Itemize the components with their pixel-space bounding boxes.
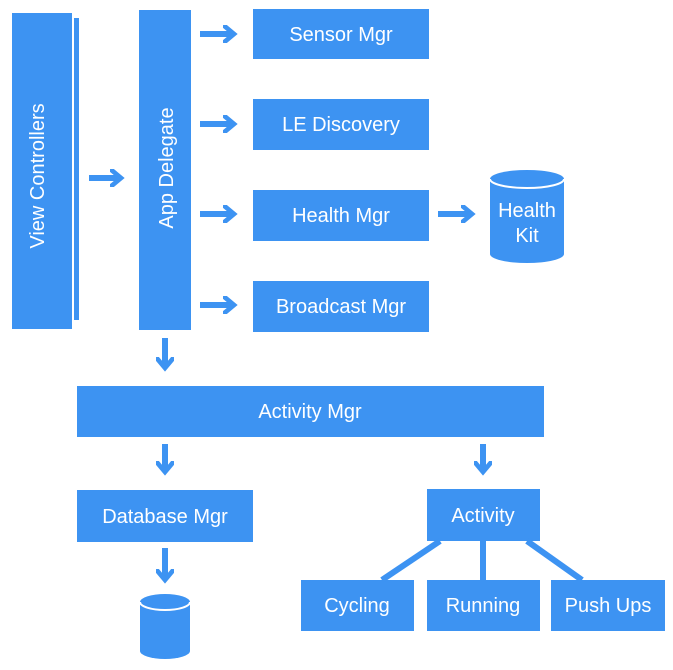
health-kit-label-line1: Health [498,200,556,222]
push-ups-node: Push Ups [551,580,665,631]
activity-mgr-label: Activity Mgr [258,401,362,423]
database-mgr-node: Database Mgr [77,490,253,542]
database-mgr-label: Database Mgr [102,506,228,528]
le-discovery-node: LE Discovery [253,99,429,150]
database-icon [139,594,191,659]
activity-mgr-node: Activity Mgr [77,386,544,437]
sensor-mgr-node: Sensor Mgr [253,9,429,59]
branch-activity-to-push-ups [525,538,584,583]
sensor-mgr-label: Sensor Mgr [289,24,393,46]
activity-label: Activity [451,505,514,527]
view-controllers-node: View Controllers [10,11,79,331]
app-delegate-node: App Delegate [139,10,191,330]
branch-activity-to-cycling [380,538,442,583]
health-mgr-node: Health Mgr [253,190,429,241]
health-kit-label-line2: Kit [515,225,539,247]
running-label: Running [446,595,521,617]
app-delegate-label: App Delegate [156,107,178,228]
le-discovery-label: LE Discovery [282,114,400,136]
activity-node: Activity [427,489,540,541]
broadcast-mgr-label: Broadcast Mgr [276,296,406,318]
broadcast-mgr-node: Broadcast Mgr [253,281,429,332]
cycling-node: Cycling [301,580,414,631]
health-kit-database-icon: Health Kit [489,170,565,263]
view-controllers-label: View Controllers [27,103,49,248]
push-ups-label: Push Ups [565,595,652,617]
cycling-label: Cycling [324,595,390,617]
health-mgr-label: Health Mgr [292,205,390,227]
running-node: Running [427,580,540,631]
